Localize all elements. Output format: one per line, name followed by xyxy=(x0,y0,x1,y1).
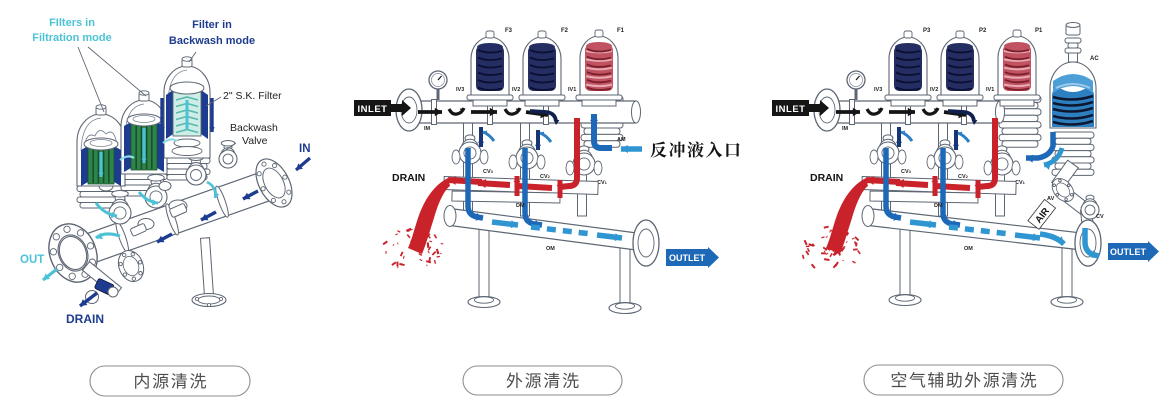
svg-text:IV3: IV3 xyxy=(456,87,464,93)
svg-text:Valve: Valve xyxy=(242,135,268,147)
svg-text:F3: F3 xyxy=(505,28,513,34)
svg-text:P2: P2 xyxy=(979,28,987,34)
svg-text:Backwash mode: Backwash mode xyxy=(169,35,255,47)
svg-text:F2: F2 xyxy=(561,28,569,34)
svg-text:CV3: CV3 xyxy=(901,169,912,175)
svg-text:IV1: IV1 xyxy=(986,87,994,93)
svg-text:OUTLET: OUTLET xyxy=(669,253,705,263)
svg-text:AM: AM xyxy=(617,137,626,143)
svg-text:DRAIN: DRAIN xyxy=(392,172,425,184)
svg-text:IV1: IV1 xyxy=(568,87,576,93)
svg-text:DRAIN: DRAIN xyxy=(810,172,843,184)
svg-text:FIlters in: FIlters in xyxy=(49,17,95,29)
svg-text:IV2: IV2 xyxy=(930,87,938,93)
svg-text:DM: DM xyxy=(516,203,525,209)
svg-text:CV2: CV2 xyxy=(540,174,551,180)
svg-text:DRAIN: DRAIN xyxy=(66,312,104,326)
svg-text:IV2: IV2 xyxy=(512,87,520,93)
svg-text:AV: AV xyxy=(1047,196,1055,202)
svg-text:IV3: IV3 xyxy=(874,87,882,93)
svg-text:OM: OM xyxy=(964,246,973,252)
svg-text:2" S.K. Filter: 2" S.K. Filter xyxy=(223,90,282,102)
svg-text:CV3: CV3 xyxy=(483,169,494,175)
svg-text:Backwash: Backwash xyxy=(230,122,278,134)
svg-text:INLET: INLET xyxy=(776,104,806,115)
svg-text:AC: AC xyxy=(1090,56,1099,62)
svg-text:P3: P3 xyxy=(923,28,931,34)
svg-text:Filter in: Filter in xyxy=(192,19,232,31)
svg-text:IM: IM xyxy=(842,126,849,132)
svg-text:OM: OM xyxy=(546,246,555,252)
svg-text:DM: DM xyxy=(934,203,943,209)
svg-text:INLET: INLET xyxy=(358,104,388,115)
svg-text:OUT: OUT xyxy=(20,254,44,266)
svg-text:IM: IM xyxy=(424,126,431,132)
svg-text:CV1: CV1 xyxy=(597,180,608,186)
svg-text:IN: IN xyxy=(299,143,311,155)
svg-text:Filtration mode: Filtration mode xyxy=(32,32,111,44)
svg-text:CV1: CV1 xyxy=(1015,180,1026,186)
svg-text:P1: P1 xyxy=(1035,28,1043,34)
svg-text:F1: F1 xyxy=(617,28,625,34)
svg-text:OUTLET: OUTLET xyxy=(1110,247,1146,257)
svg-text:CV2: CV2 xyxy=(958,174,969,180)
svg-text:CV: CV xyxy=(1096,214,1104,220)
